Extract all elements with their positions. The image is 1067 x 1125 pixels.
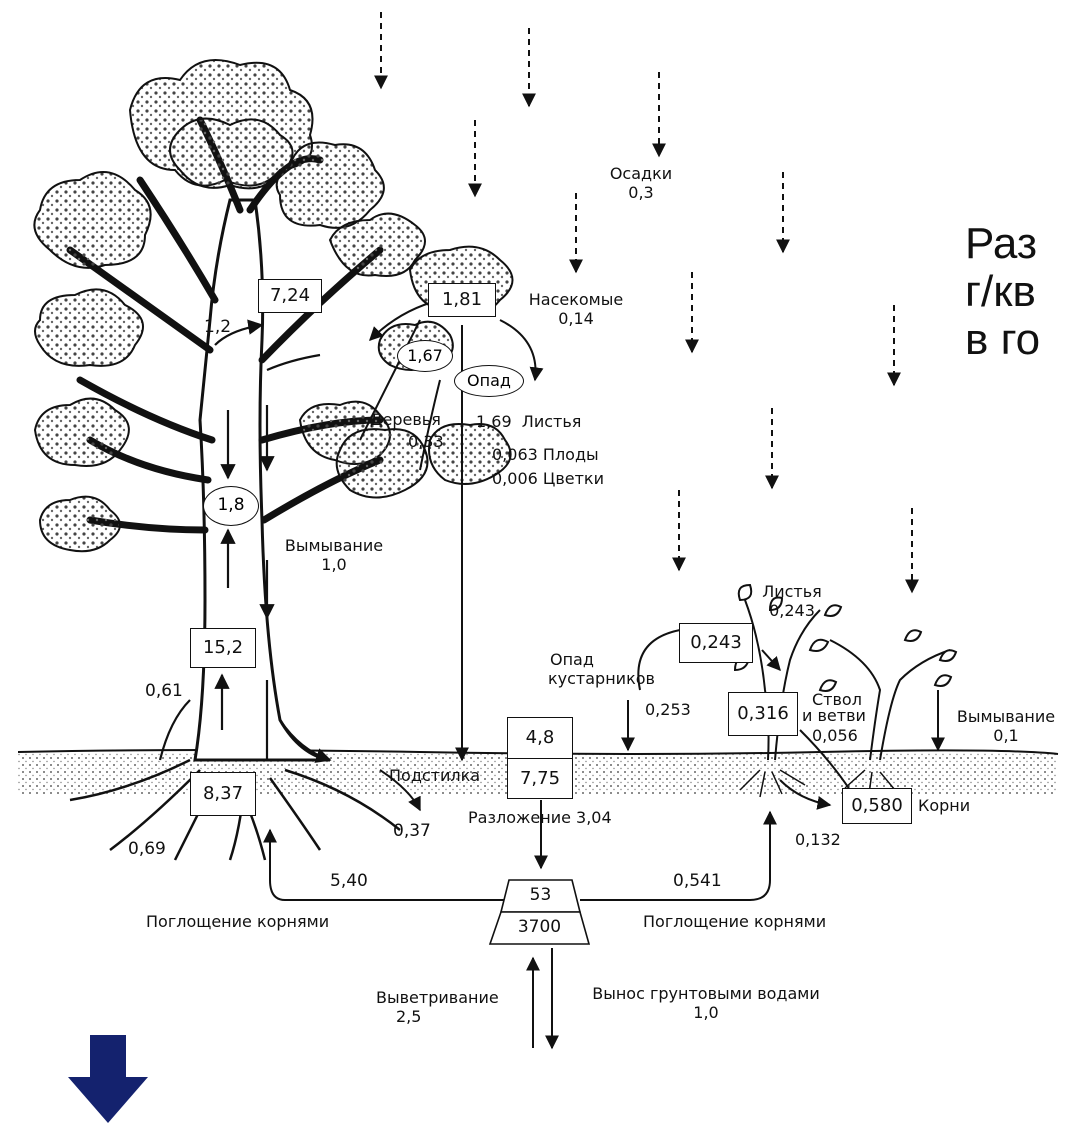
shrub-leaves-label: Листья 0,243	[752, 582, 832, 620]
shrub-stem-label: Ствол и ветви 0,056	[802, 692, 866, 744]
uptake-left-label: Поглощение корнями	[146, 912, 329, 931]
uptake-right-label: Поглощение корнями	[643, 912, 826, 931]
soil-pool-top: 53	[501, 886, 580, 905]
shrub-roots-label: Корни	[918, 796, 970, 815]
shrub-stem-line2: и ветви	[802, 708, 866, 724]
shrub-leaching-value: 0,1	[945, 726, 1067, 745]
groundwater-value: 1,0	[566, 1003, 846, 1022]
shrub-litter-line2: кустарников	[548, 669, 655, 688]
down-arrow-icon	[68, 1035, 148, 1125]
shrub-leaves-box: 0,243	[679, 623, 753, 663]
shrub-stem-value: 0,056	[802, 724, 866, 744]
groundwater-name: Вынос грунтовыми водами	[566, 984, 846, 1003]
shrub-litter-line1: Опад	[548, 650, 655, 669]
weathering-name: Выветривание	[376, 988, 499, 1007]
shrub-leaching-label: Вымывание 0,1	[945, 707, 1067, 745]
shrub-litter-label: Опад кустарников	[548, 650, 655, 688]
shrub-stem-box: 0,316	[728, 692, 798, 736]
shrub-roots-flow: 0,132	[795, 830, 841, 849]
shrub-litter-value: 0,253	[645, 700, 691, 719]
uptake-right-value: 0,541	[673, 872, 722, 891]
soil-pool-bottom: 3700	[490, 918, 589, 937]
groundwater-label: Вынос грунтовыми водами 1,0	[566, 984, 846, 1022]
shrub-leaves-value: 0,243	[752, 601, 832, 620]
uptake-left-value: 5,40	[330, 872, 368, 891]
weathering-label: Выветривание 2,5	[376, 988, 499, 1026]
shrub-leaves-name: Листья	[752, 582, 832, 601]
weathering-value: 2,5	[376, 1007, 499, 1026]
shrub-leaching-name: Вымывание	[945, 707, 1067, 726]
shrub-roots-box: 0,580	[842, 788, 912, 824]
